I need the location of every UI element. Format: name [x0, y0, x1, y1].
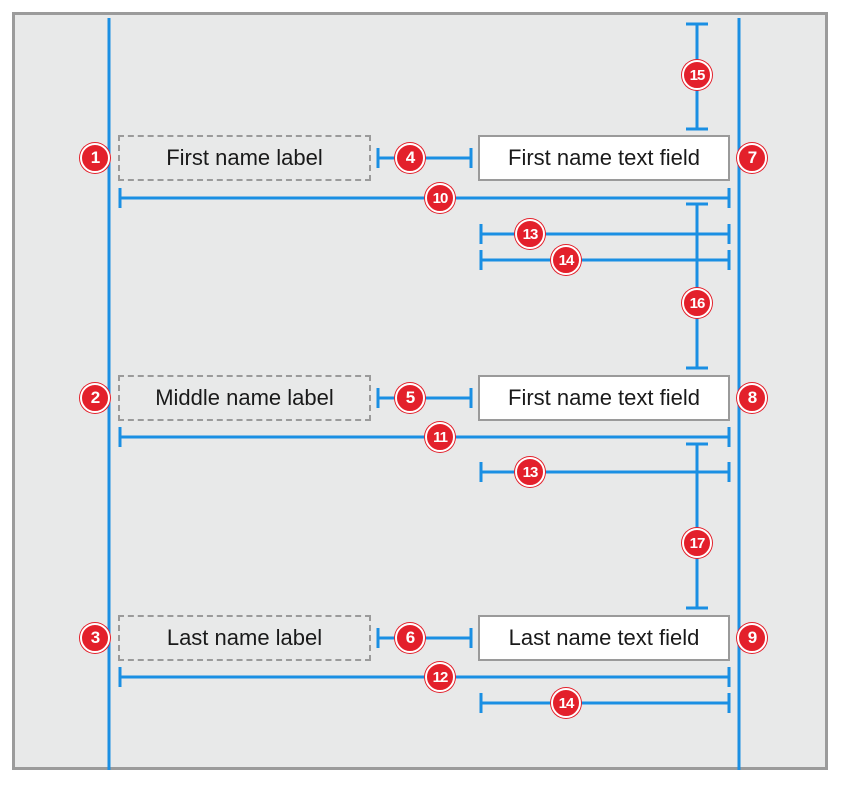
last-name-text-field: Last name text field: [478, 615, 730, 661]
callout-badge-14-lower: 14: [551, 688, 581, 718]
first-name-label: First name label: [118, 135, 371, 181]
middle-name-text-field: First name text field: [478, 375, 730, 421]
first-name-field-text: First name text field: [508, 145, 700, 170]
callout-badge-9: 9: [737, 623, 767, 653]
first-name-text-field: First name text field: [478, 135, 730, 181]
callout-badge-11: 11: [425, 422, 455, 452]
callout-badge-13-lower: 13: [515, 457, 545, 487]
callout-badge-16: 16: [682, 288, 712, 318]
callout-badge-14: 14: [551, 245, 581, 275]
callout-badge-4: 4: [395, 143, 425, 173]
callout-badge-13: 13: [515, 219, 545, 249]
callout-badge-8: 8: [737, 383, 767, 413]
callout-badge-3: 3: [80, 623, 110, 653]
middle-name-label: Middle name label: [118, 375, 371, 421]
callout-badge-2: 2: [80, 383, 110, 413]
last-name-label-text: Last name label: [166, 625, 323, 650]
middle-name-field-text: First name text field: [508, 385, 700, 410]
callout-badge-6: 6: [395, 623, 425, 653]
last-name-label: Last name label: [118, 615, 371, 661]
middle-name-label-text: Middle name label: [155, 385, 334, 410]
callout-badge-10: 10: [425, 183, 455, 213]
callout-badge-1: 1: [80, 143, 110, 173]
callout-badge-15: 15: [682, 60, 712, 90]
first-name-label-text: First name label: [166, 145, 323, 170]
last-name-field-text: Last name text field: [508, 625, 700, 650]
callout-badge-7: 7: [737, 143, 767, 173]
callout-badge-12: 12: [425, 662, 455, 692]
callout-badge-17: 17: [682, 528, 712, 558]
callout-badge-5: 5: [395, 383, 425, 413]
